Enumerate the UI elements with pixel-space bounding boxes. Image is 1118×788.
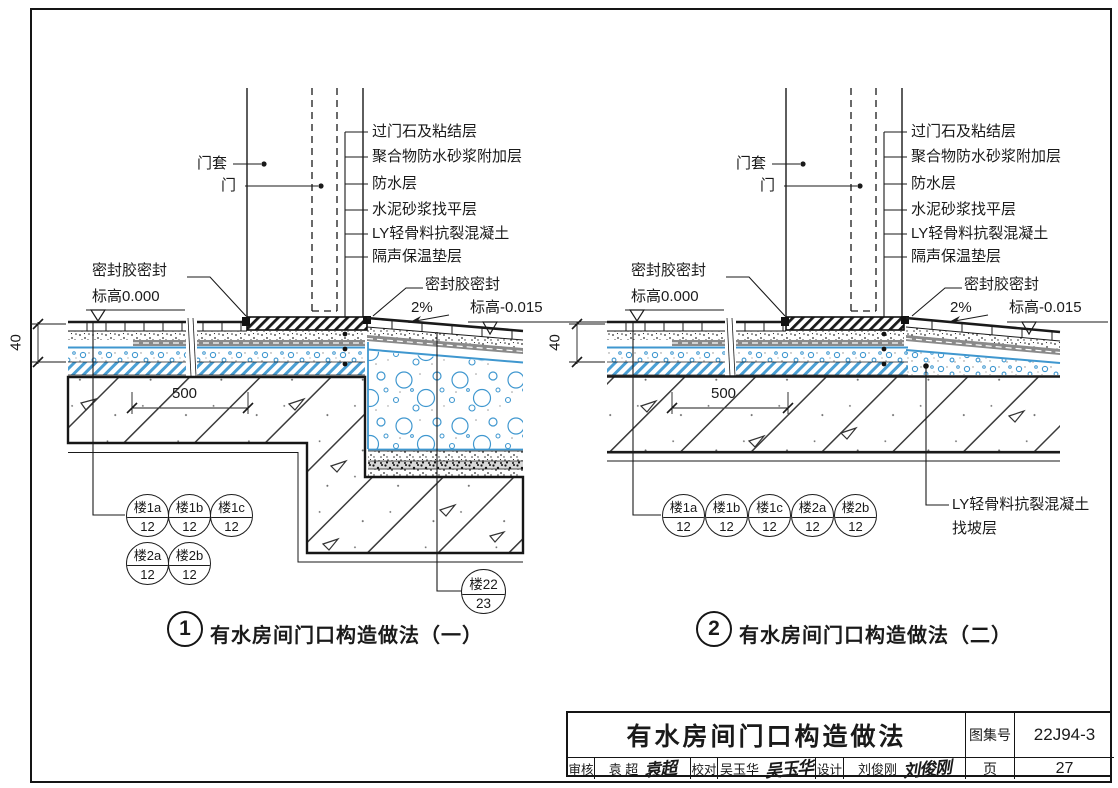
detail-2-drawing bbox=[569, 88, 1108, 516]
dim-label-40: 40 bbox=[7, 334, 25, 351]
reviewer-name: 袁 超 袁超 bbox=[594, 757, 690, 779]
elevation-label: 标高-0.015 bbox=[470, 299, 543, 316]
sheet-title: 有水房间门口构造做法 bbox=[626, 723, 907, 751]
layer-label: 水泥砂浆找平层 bbox=[372, 201, 478, 218]
page-number: 27 bbox=[1014, 757, 1114, 779]
layer-label: 防水层 bbox=[372, 175, 418, 192]
layer-label: 过门石及粘结层 bbox=[911, 123, 1017, 140]
designer-signature: 刘俊刚 bbox=[902, 757, 952, 779]
door-label: 门 bbox=[760, 177, 776, 194]
reviewer-label: 审核 bbox=[568, 757, 594, 779]
detail-number-circle: 1 bbox=[167, 611, 203, 647]
layer-label: 隔声保温垫层 bbox=[911, 248, 1002, 265]
slope-label: 2% bbox=[411, 299, 433, 316]
reviewer-signature: 袁超 bbox=[643, 758, 678, 779]
detail-caption: 有水房间门口构造做法（一） bbox=[210, 625, 483, 647]
atlas-number: 22J94-3 bbox=[1014, 713, 1114, 757]
sealant-label: 密封胶密封 bbox=[425, 276, 501, 293]
sealant-label: 密封胶密封 bbox=[92, 262, 168, 279]
layer-label: 聚合物防水砂浆附加层 bbox=[911, 148, 1062, 165]
sheet-border bbox=[30, 8, 1112, 783]
slope-layer-label: 找坡层 bbox=[952, 520, 998, 537]
checker-name: 吴玉华 吴玉华 bbox=[717, 757, 815, 779]
title-block: 有水房间门口构造做法 图集号 22J94-3 审核 袁 超 袁超 校对 吴玉华 … bbox=[566, 711, 1114, 779]
slope-layer-label: LY轻骨料抗裂混凝土 bbox=[952, 496, 1090, 513]
door-casing-label: 门套 bbox=[197, 155, 228, 172]
door-label: 门 bbox=[221, 177, 237, 194]
elevation-label: 标高-0.015 bbox=[1009, 299, 1082, 316]
sealant-label: 密封胶密封 bbox=[964, 276, 1040, 293]
designer-name: 刘俊刚 刘俊刚 bbox=[843, 757, 965, 779]
atlas-number-label: 图集号 bbox=[965, 713, 1014, 757]
checker-signature: 吴玉华 bbox=[764, 757, 814, 779]
layer-label: LY轻骨料抗裂混凝土 bbox=[911, 225, 1049, 242]
dim-label-500: 500 bbox=[711, 385, 737, 402]
page-label: 页 bbox=[965, 757, 1014, 779]
layer-label: 聚合物防水砂浆附加层 bbox=[372, 148, 523, 165]
layer-label: 水泥砂浆找平层 bbox=[911, 201, 1017, 218]
detail-number-circle: 2 bbox=[696, 611, 732, 647]
checker-label: 校对 bbox=[690, 757, 717, 779]
detail-caption: 有水房间门口构造做法（二） bbox=[739, 625, 1012, 647]
layer-label: 过门石及粘结层 bbox=[372, 123, 478, 140]
elevation-label: 标高0.000 bbox=[92, 288, 160, 305]
elevation-label: 标高0.000 bbox=[631, 288, 699, 305]
designer-label: 设计 bbox=[815, 757, 843, 779]
dim-label-40: 40 bbox=[546, 334, 564, 351]
detail-1-drawing bbox=[30, 88, 608, 592]
sealant-label: 密封胶密封 bbox=[631, 262, 707, 279]
door-casing-label: 门套 bbox=[736, 155, 767, 172]
layer-label: LY轻骨料抗裂混凝土 bbox=[372, 225, 510, 242]
slope-label: 2% bbox=[950, 299, 972, 316]
layer-label: 隔声保温垫层 bbox=[372, 248, 463, 265]
dim-label-500: 500 bbox=[172, 385, 198, 402]
layer-label: 防水层 bbox=[911, 175, 957, 192]
